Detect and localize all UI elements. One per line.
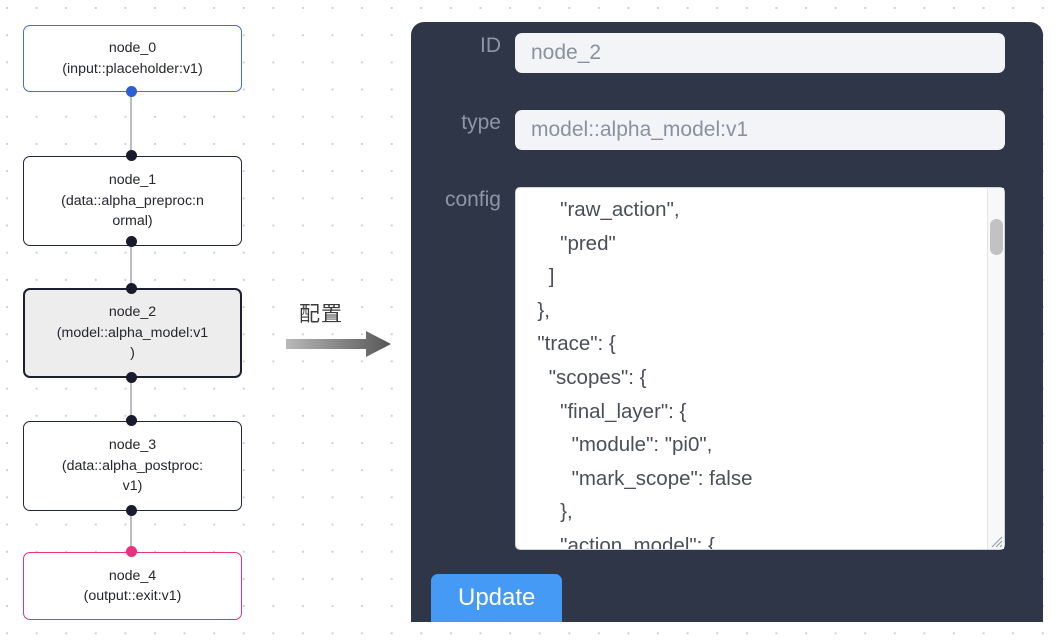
port-node_4-input[interactable] xyxy=(125,546,137,557)
field-row-type: type xyxy=(411,110,1005,150)
port-node_3-output[interactable] xyxy=(125,505,137,516)
edge-node2-node3 xyxy=(130,378,132,444)
graph-node-label: node_2 (model::alpha_model:v1 ) xyxy=(56,304,209,362)
port-node_0-output[interactable] xyxy=(125,86,137,97)
graph-node-label: node_1 (data::alpha_preproc:n ormal) xyxy=(61,172,204,230)
port-node_2-output[interactable] xyxy=(125,372,137,383)
graph-node-label: node_4 (output::exit:v1) xyxy=(83,567,182,605)
arrow-icon xyxy=(286,331,391,357)
graph-node-node_4[interactable]: node_4 (output::exit:v1) xyxy=(23,552,242,620)
config-textarea[interactable]: "raw_action", "pred" ] }, "trace": { "sc… xyxy=(515,187,1005,550)
edge-node0-node1 xyxy=(130,92,132,160)
graph-node-node_0[interactable]: node_0 (input::placeholder:v1) xyxy=(23,25,242,92)
config-field-label: config xyxy=(444,188,501,211)
port-node_3-input[interactable] xyxy=(125,415,137,426)
graph-node-label: node_0 (input::placeholder:v1) xyxy=(62,40,203,77)
transition-arrow-group: 配置 xyxy=(286,298,396,360)
field-row-id: ID xyxy=(411,33,1005,73)
field-row-config: config "raw_action", "pred" ] }, "trace"… xyxy=(411,187,1005,550)
type-input[interactable] xyxy=(515,110,1005,150)
resize-handle-icon[interactable] xyxy=(987,532,1003,548)
config-scrollbar[interactable] xyxy=(987,188,1004,549)
id-input[interactable] xyxy=(515,33,1005,73)
id-field-label: ID xyxy=(480,34,501,57)
type-field-label: type xyxy=(461,111,501,134)
graph-node-node_1[interactable]: node_1 (data::alpha_preproc:n ormal) xyxy=(23,156,242,246)
node-graph[interactable]: node_0 (input::placeholder:v1) node_1 (d… xyxy=(0,0,400,643)
edge-node1-node2 xyxy=(130,242,132,312)
edge-node3-node4 xyxy=(130,510,132,578)
port-node_1-output[interactable] xyxy=(125,236,137,247)
graph-node-node_3[interactable]: node_3 (data::alpha_postproc: v1) xyxy=(23,421,242,511)
graph-node-label: node_3 (data::alpha_postproc: v1) xyxy=(61,437,204,495)
config-textarea-wrapper: "raw_action", "pred" ] }, "trace": { "sc… xyxy=(515,187,1005,550)
arrow-caption-label: 配置 xyxy=(299,302,343,326)
port-node_2-input[interactable] xyxy=(125,283,137,294)
port-node_1-input[interactable] xyxy=(125,150,137,161)
config-scrollbar-thumb[interactable] xyxy=(990,219,1003,255)
update-button[interactable]: Update xyxy=(431,574,563,622)
graph-node-node_2[interactable]: node_2 (model::alpha_model:v1 ) xyxy=(23,288,242,378)
node-config-panel[interactable]: ID type config "raw_action", "pred" ] },… xyxy=(411,22,1043,622)
